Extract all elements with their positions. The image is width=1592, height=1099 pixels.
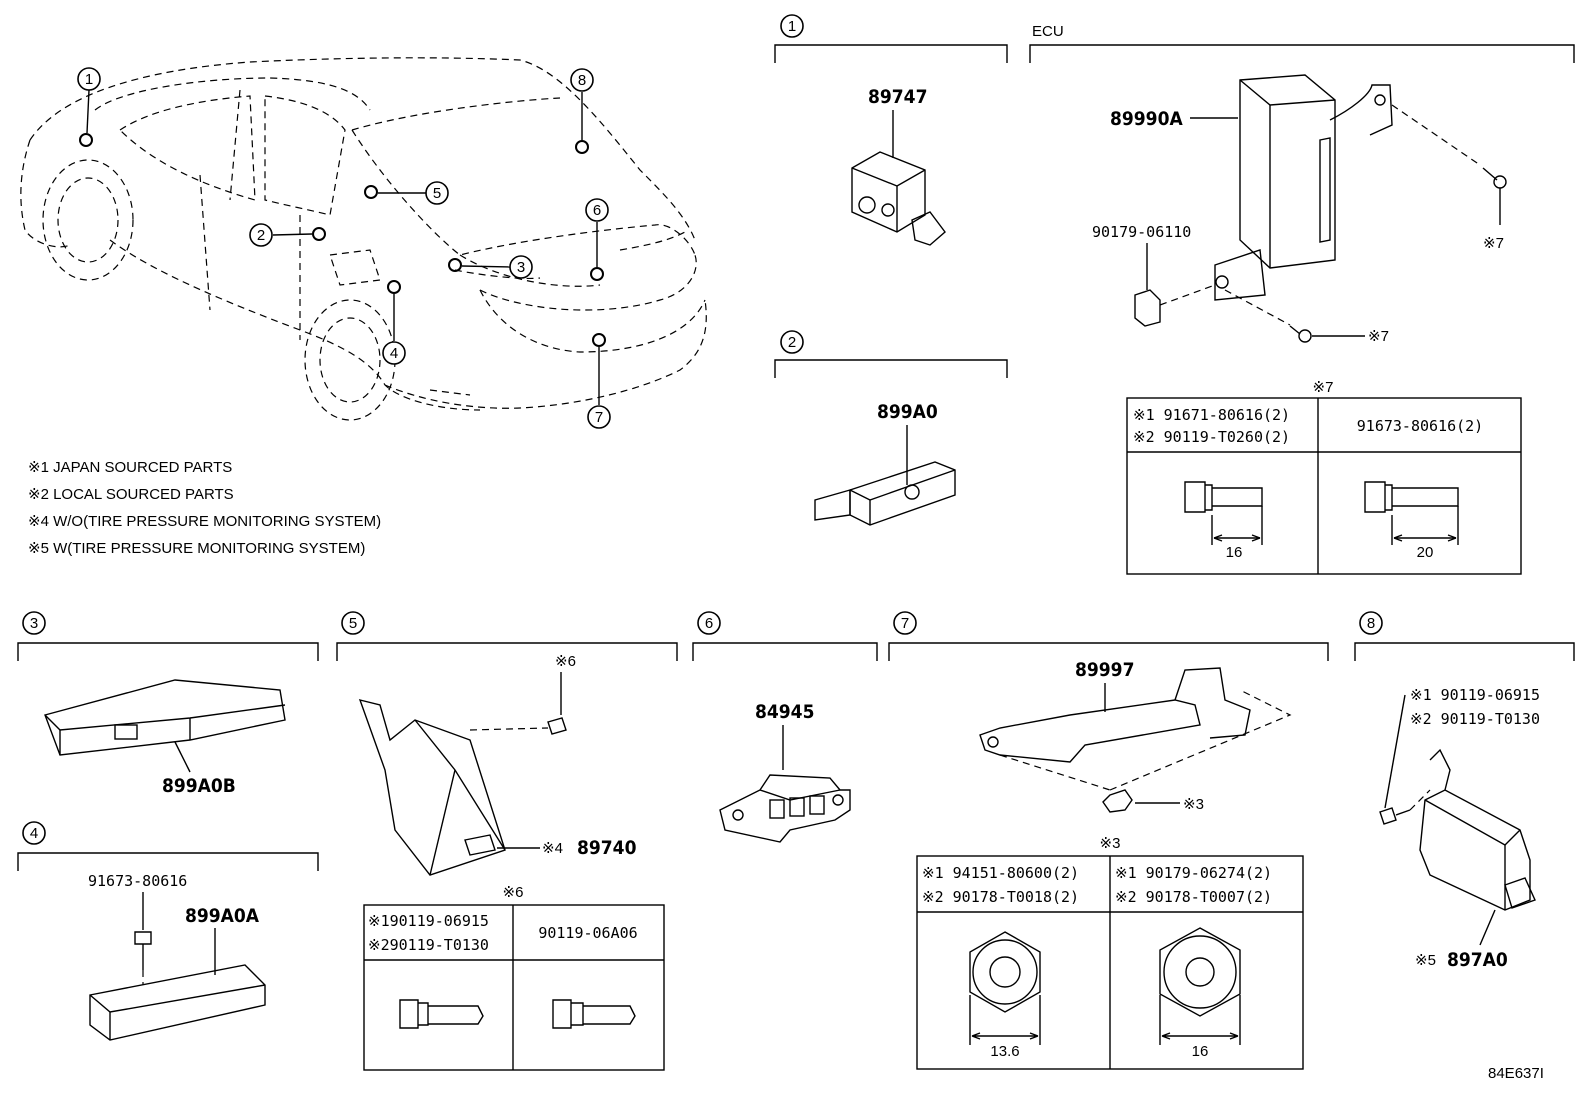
table-7: ※7 ※1 91671-80616(2) ※2 90119-T0260(2) 9… [1126,379,1522,575]
section-ecu: ECU 89990A 90179-06110 ※7 ※7 [1029,23,1575,345]
sensor-point-7 [592,333,606,347]
ecu-bolt-mark-a: ※7 [1483,235,1504,252]
car-callout-6: 6 [593,202,601,219]
part-84945: 84945 [755,701,814,723]
part-90179-06110: 90179-06110 [1092,223,1191,241]
table-3-col2-a: ※1 90179-06274(2) [1115,864,1272,882]
car-callout-5: 5 [433,185,441,202]
car-callout-8: 8 [578,72,586,89]
table-3-col1-b: ※2 90178-T0018(2) [922,888,1079,906]
table-3-col2-b: ※2 90178-T0007(2) [1115,888,1272,906]
section-number-4: 4 [30,825,38,842]
sensor-point-8 [575,140,589,154]
section-5: 5 ※6 ※4 89740 [336,611,678,876]
table-7-col2: 91673-80616(2) [1357,417,1483,435]
car-callout-2: 2 [257,227,265,244]
section-1: 1 89747 [774,14,1008,246]
table-3-dim-1: 13.6 [990,1043,1019,1060]
section-number-3: 3 [30,615,38,632]
sensor-point-5 [364,185,378,199]
section-number-8: 8 [1367,615,1375,632]
reference-code: 84E637I [1488,1065,1544,1082]
table-7-col1-a: ※1 91671-80616(2) [1133,406,1290,424]
section-2: 2 899A0 [774,330,1008,526]
table-6-title: ※6 [503,884,524,901]
part-8-bolt-b: ※2 90119-T0130 [1410,710,1540,728]
section-number-1: 1 [788,18,796,35]
table-6-col2: 90119-06A06 [538,924,637,942]
car-callout-4: 4 [390,345,398,362]
sensor-point-1 [79,133,93,147]
table-7-dim-2: 20 [1417,544,1434,561]
car-illustration [20,57,707,421]
note-2: ※2 LOCAL SOURCED PARTS [28,486,234,503]
section-number-5: 5 [349,615,357,632]
section-5-bolt-mark: ※6 [555,653,576,670]
part-89997: 89997 [1075,659,1134,681]
section-3: 3 899A0B [17,611,319,797]
section-8: 8 ※1 90119-06915 ※2 90119-T0130 ※5 897A0 [1354,611,1575,971]
ecu-bolt-mark-b: ※7 [1368,328,1389,345]
section-number-6: 6 [705,615,713,632]
part-8-bolt-a: ※1 90119-06915 [1410,686,1540,704]
section-7-nut-mark: ※3 [1183,796,1204,813]
note-3: ※4 W/O(TIRE PRESSURE MONITORING SYSTEM) [28,513,381,530]
section-7: 7 89997 ※3 [888,611,1329,813]
note-4: ※5 W(TIRE PRESSURE MONITORING SYSTEM) [28,540,365,557]
part-91673-80616: 91673-80616 [88,872,187,890]
table-7-dim-1: 16 [1226,544,1243,561]
sensor-point-3 [448,258,462,272]
sensor-point-2 [312,227,326,241]
table-7-col1-b: ※2 90119-T0260(2) [1133,428,1290,446]
table-3-title: ※3 [1100,835,1121,852]
table-3-col1-a: ※1 94151-80600(2) [922,864,1079,882]
section-5-mark: ※4 [542,840,563,857]
part-899A0B: 899A0B [162,775,236,797]
notes-legend: ※1 JAPAN SOURCED PARTS ※2 LOCAL SOURCED … [28,459,381,557]
section-4: 4 91673-80616 899A0A [17,821,319,1041]
sensor-point-4 [387,280,401,294]
section-8-mark: ※5 [1415,952,1436,969]
table-6-col1-b: ※290119-T0130 [368,936,489,954]
table-7-title: ※7 [1313,379,1334,396]
table-3: ※3 ※1 94151-80600(2) ※2 90178-T0018(2) ※… [916,835,1304,1070]
car-callout-7: 7 [595,409,603,426]
car-callout-3: 3 [517,259,525,276]
section-number-2: 2 [788,334,796,351]
ecu-title: ECU [1032,23,1064,40]
car-callout-1: 1 [85,71,93,88]
part-899A0A: 899A0A [185,905,260,927]
part-89740: 89740 [577,837,637,859]
table-3-dim-2: 16 [1192,1043,1209,1060]
table-6-col1-a: ※190119-06915 [368,912,489,930]
part-897A0: 897A0 [1447,949,1508,971]
part-899A0: 899A0 [877,401,938,423]
sensor-point-6 [590,267,604,281]
table-6: ※6 ※190119-06915 ※290119-T0130 90119-06A… [363,884,665,1071]
note-1: ※1 JAPAN SOURCED PARTS [28,459,232,476]
part-89747: 89747 [868,86,927,108]
section-6: 6 84945 [692,611,878,843]
car-sensor-points [79,89,606,405]
part-89990A: 89990A [1110,108,1183,130]
car-callouts: 1 2 3 4 5 6 7 8 [77,67,611,429]
section-number-7: 7 [901,615,909,632]
